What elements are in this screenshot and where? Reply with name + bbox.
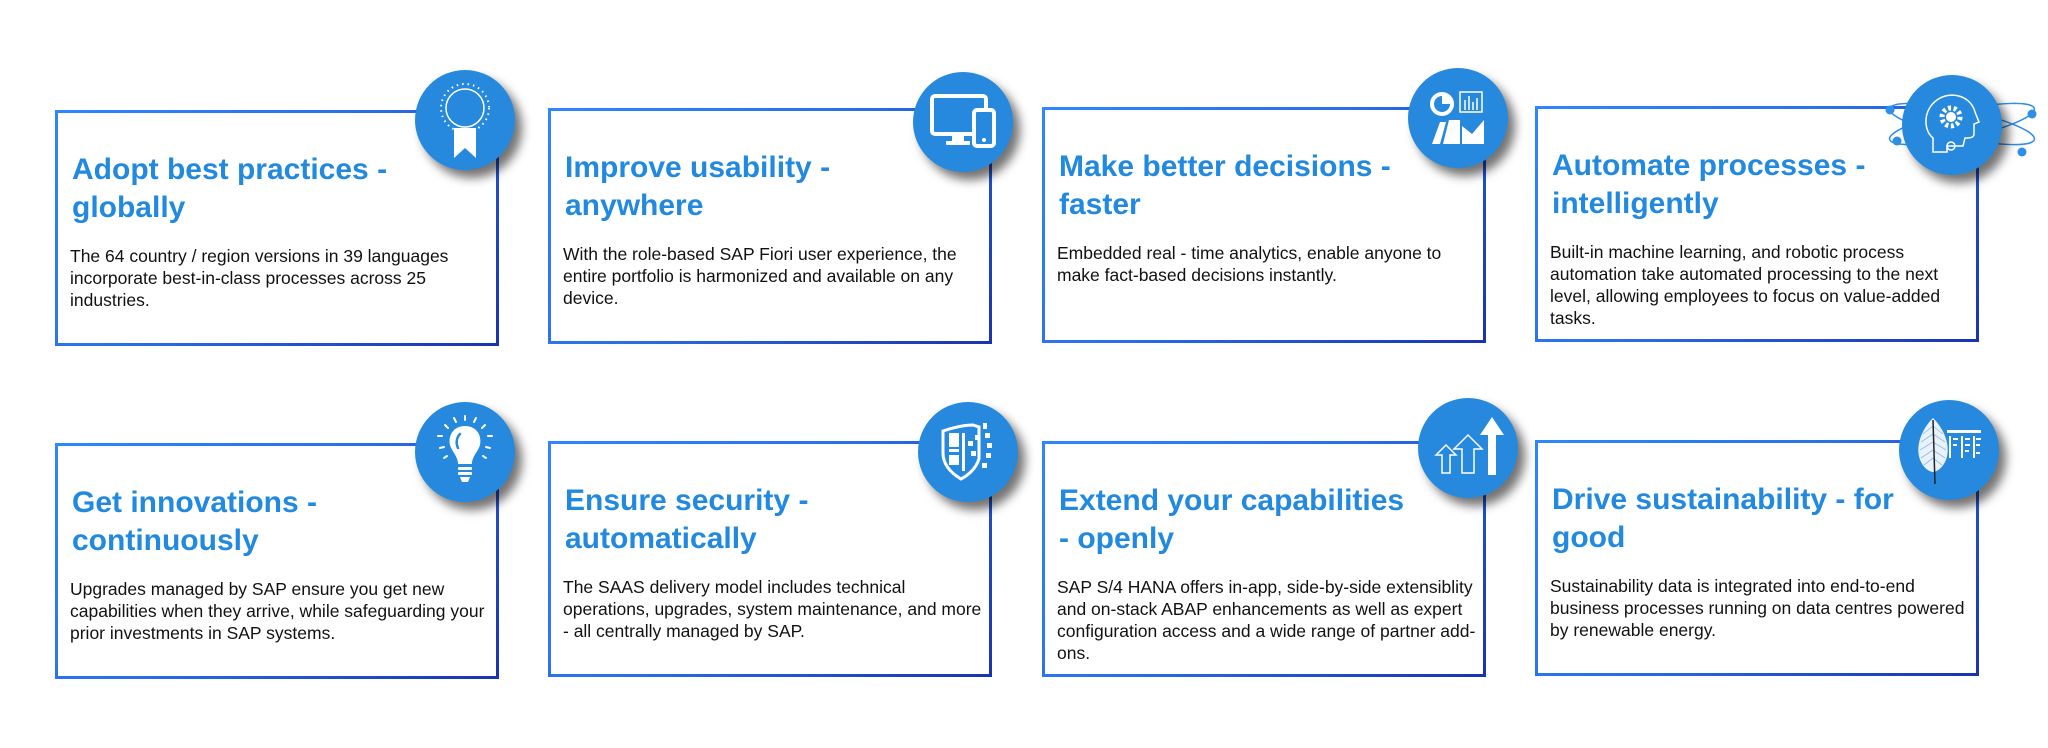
card-extend-capabilities: Extend your capabilities - openly SAP S/… (1042, 441, 1486, 677)
security-shield-icon (918, 402, 1018, 502)
lightbulb-icon (415, 402, 515, 502)
card-description: Embedded real - time analytics, enable a… (1057, 243, 1442, 285)
card-title: Drive sustainability - for good (1552, 483, 1894, 554)
card-ensure-security: Ensure security - automatically The SAAS… (548, 441, 992, 677)
card-title: Ensure security - automatically (565, 484, 809, 555)
leaf-data-icon (1899, 400, 1999, 500)
monitor-phone-icon (913, 72, 1013, 172)
card-title: Automate processes - intelligently (1552, 149, 1866, 220)
card-description: Built-in machine learning, and robotic p… (1550, 242, 1941, 328)
card-title: Get innovations - continuously (72, 486, 318, 557)
ai-head-gear-icon (1902, 75, 2002, 175)
card-description: The SAAS delivery model includes technic… (563, 577, 982, 641)
card-description: Upgrades managed by SAP ensure you get n… (70, 579, 485, 643)
card-title: Extend your capabilities - openly (1059, 484, 1405, 555)
card-description: Sustainability data is integrated into e… (1550, 576, 1965, 640)
card-adopt-best-practices: Adopt best practices - globally The 64 c… (55, 110, 499, 346)
card-description: The 64 country / region versions in 39 l… (70, 246, 449, 310)
growth-arrows-icon (1418, 398, 1518, 498)
card-title: Improve usability - anywhere (565, 151, 831, 222)
award-ribbon-icon (415, 70, 515, 170)
card-title: Adopt best practices - globally (72, 153, 388, 224)
analytics-charts-icon (1408, 68, 1508, 168)
card-description: SAP S/4 HANA offers in-app, side-by-side… (1057, 577, 1476, 663)
card-improve-usability: Improve usability - anywhere With the ro… (548, 108, 992, 344)
card-make-better-decisions: Make better decisions - faster Embedded … (1042, 107, 1486, 343)
card-automate-processes: Automate processes - intelligently Built… (1535, 106, 1979, 342)
card-description: With the role-based SAP Fiori user exper… (563, 244, 957, 308)
card-drive-sustainability: Drive sustainability - for good Sustaina… (1535, 440, 1979, 676)
card-title: Make better decisions - faster (1059, 150, 1391, 221)
card-get-innovations: Get innovations - continuously Upgrades … (55, 443, 499, 679)
